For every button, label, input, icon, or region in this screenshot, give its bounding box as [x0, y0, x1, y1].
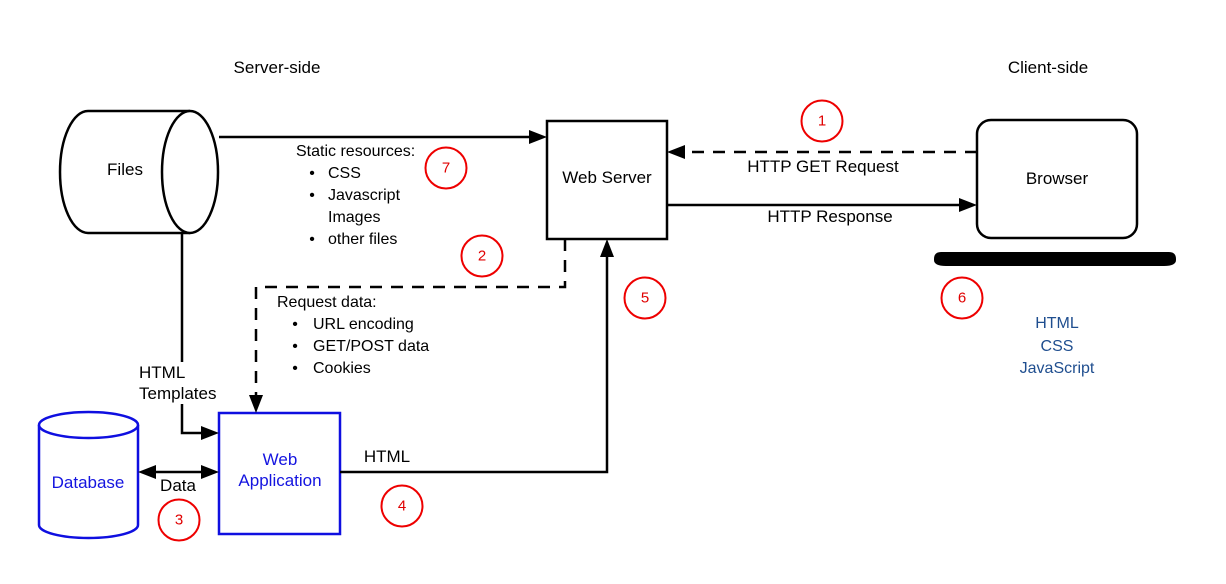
client-tech-css: CSS [1040, 337, 1074, 355]
step-badge-4: 4 [380, 484, 424, 528]
step-badge-7: 7 [424, 146, 468, 190]
web-application-label: Web Application [238, 449, 321, 491]
client-tech-list: HTML CSS JavaScript [1020, 313, 1095, 381]
files-cylinder [58, 109, 220, 235]
server-side-header: Server-side [233, 58, 321, 77]
client-side-header: Client-side [1007, 58, 1089, 77]
list-item-label: CSS [328, 165, 361, 182]
static-resources-title: Static resources: [296, 143, 416, 160]
step-badge-6: 6 [940, 276, 984, 320]
html-arrow [340, 239, 614, 474]
request-data-title: Request data: [277, 294, 377, 311]
client-tech-javascript: JavaScript [1019, 360, 1095, 377]
bullet-icon: • [309, 187, 315, 204]
request-data-list: Request data: • URL encoding • GET/POST … [277, 292, 429, 380]
html-templates-label-line1: HTML [139, 363, 186, 382]
data-arrow [138, 465, 219, 479]
database-label: Database [51, 473, 125, 492]
browser-box [975, 118, 1139, 240]
laptop-base [934, 252, 1176, 266]
step-badge-1: 1 [800, 99, 844, 143]
client-tech-html: HTML [1035, 315, 1079, 332]
files-label: Files [107, 160, 143, 179]
http-response-label: HTTP Response [767, 207, 893, 226]
list-item-label: other files [328, 231, 398, 248]
list-item-label: Images [328, 209, 381, 226]
list-item: • GET/POST data [277, 336, 429, 358]
list-item: • Javascript [296, 185, 415, 207]
list-item-label: URL encoding [313, 316, 414, 333]
files-to-webserver-arrow [219, 130, 547, 144]
html-label: HTML [363, 447, 411, 466]
html-templates-label-line2: Templates [139, 384, 217, 403]
bullet-icon: • [309, 231, 315, 248]
step-badge-3: 3 [157, 498, 201, 542]
request-data-arrow [249, 239, 567, 413]
http-response-arrow [667, 198, 977, 212]
list-item: • other files [296, 229, 415, 251]
http-get-request-label: HTTP GET Request [747, 157, 899, 176]
bullet-icon: • [292, 316, 298, 333]
html-templates-arrow [180, 233, 219, 440]
web-application-label-line1: Web [262, 450, 298, 469]
list-item: • Cookies [277, 358, 429, 380]
web-server-label: Web Server [562, 168, 652, 187]
data-label: Data [160, 476, 196, 495]
web-application-label-line2: Application [238, 471, 322, 490]
list-item: • CSS [296, 163, 415, 185]
step-badge-5: 5 [623, 276, 667, 320]
list-item-label: Cookies [313, 360, 371, 377]
list-item-label: GET/POST data [313, 338, 430, 355]
bullet-icon: • [292, 338, 298, 355]
http-get-arrow [667, 145, 977, 159]
web-application-box [217, 411, 342, 536]
list-item: Images [296, 207, 415, 229]
database-cylinder [37, 410, 140, 540]
browser-label: Browser [1025, 169, 1089, 188]
web-server-box [545, 119, 669, 241]
list-item-label: Javascript [328, 187, 401, 204]
step-badge-2: 2 [460, 234, 504, 278]
bullet-icon [296, 207, 328, 229]
bullet-icon: • [309, 165, 315, 182]
bullet-icon: • [292, 360, 298, 377]
html-templates-label: HTML Templates [139, 362, 217, 404]
static-resources-list: Static resources: • CSS • Javascript Ima… [296, 141, 415, 251]
list-item: • URL encoding [277, 314, 429, 336]
